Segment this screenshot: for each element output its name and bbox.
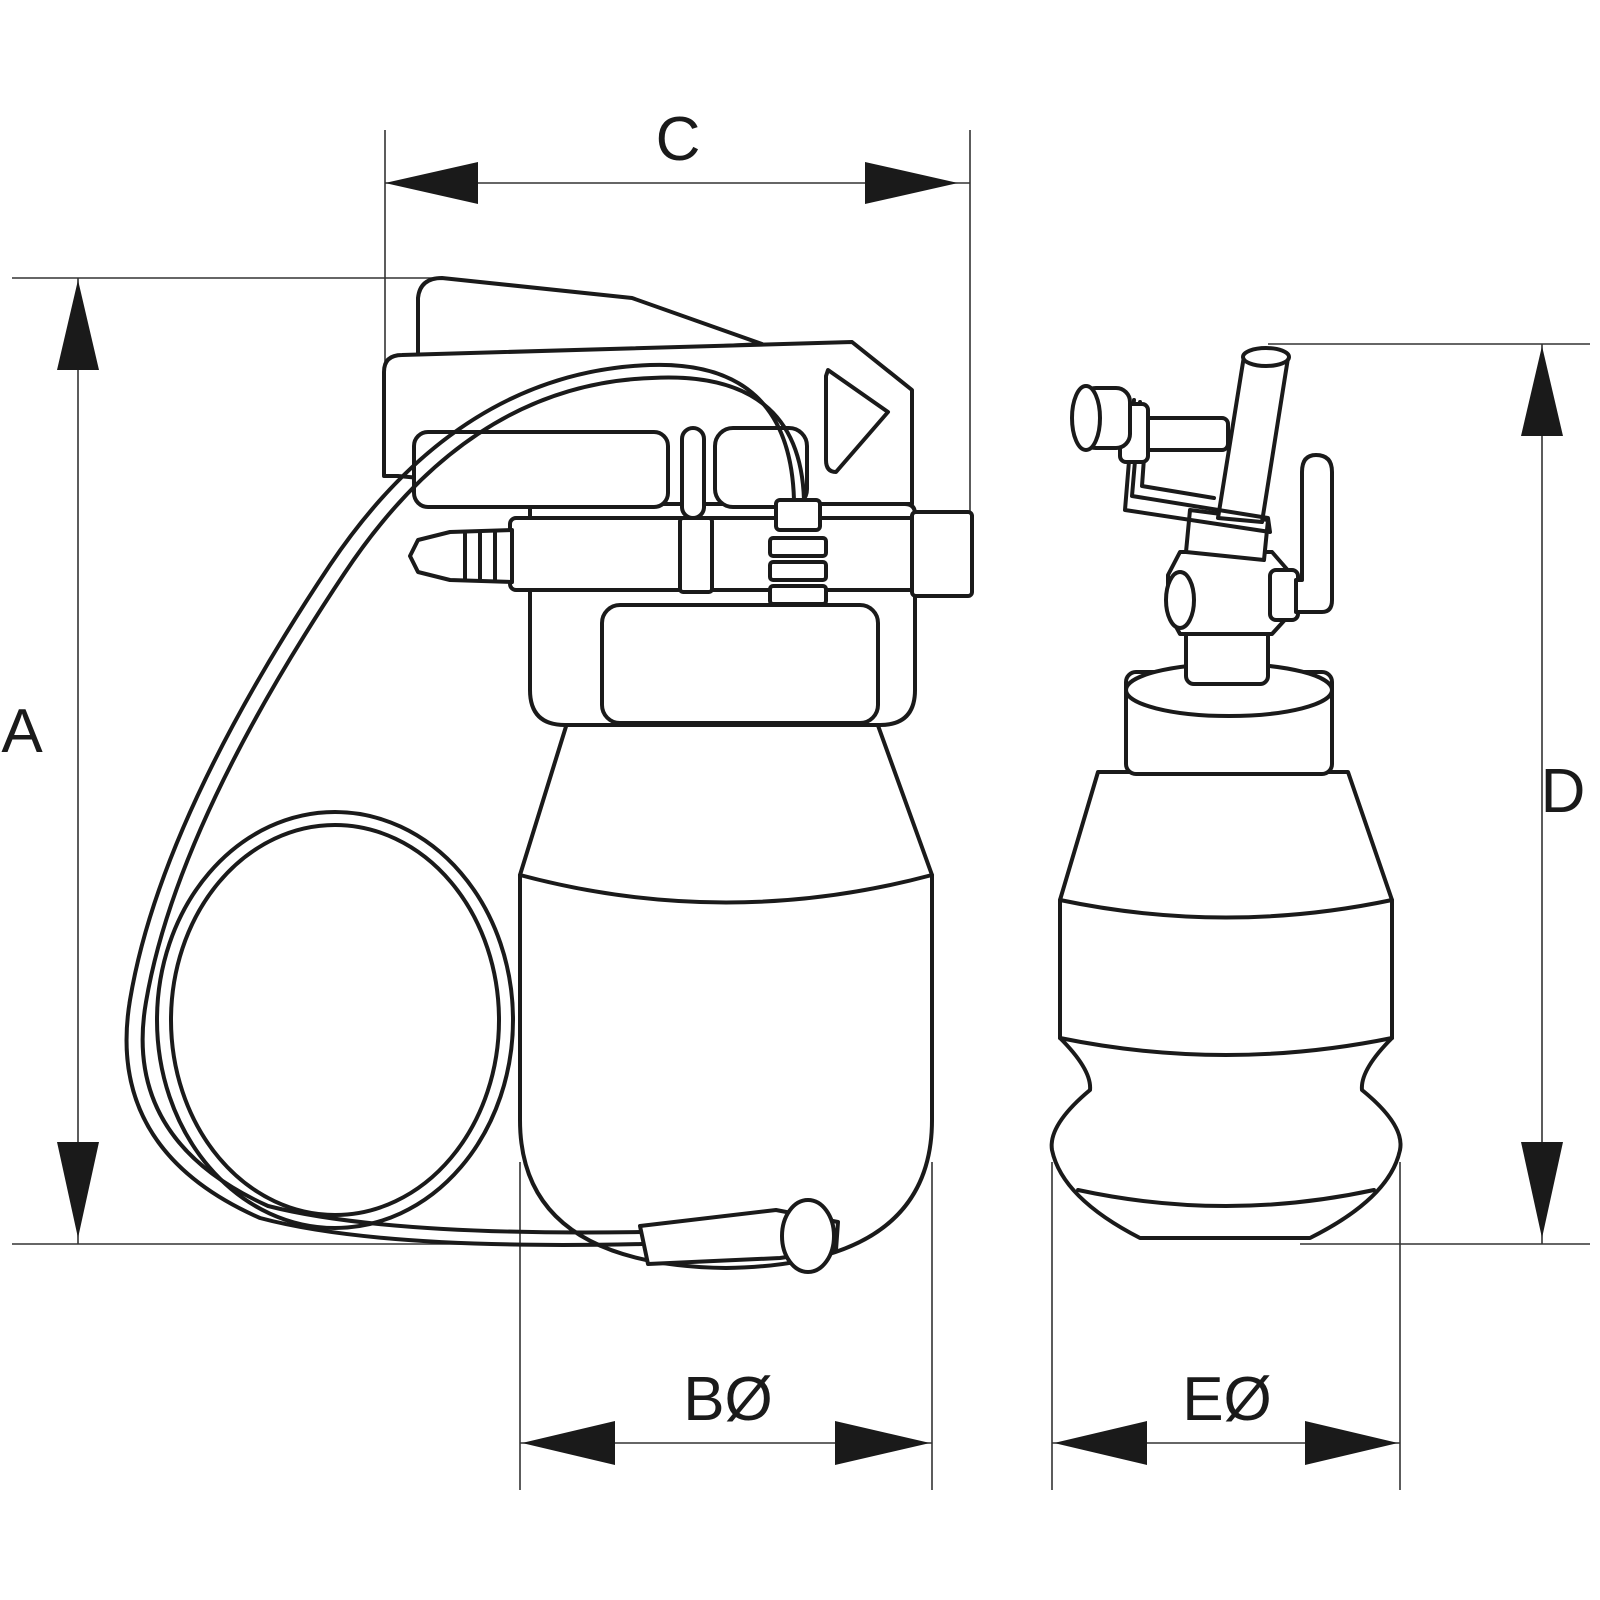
dimension-d: D (1268, 343, 1590, 1245)
sprayer-bottle (518, 718, 934, 1270)
sprayer-cap (600, 603, 880, 725)
sprayer-handle-top (416, 276, 764, 364)
sprayer-hose-fitting-ring-1 (768, 536, 828, 558)
sprayer-hose-inner (140, 375, 806, 1235)
bottle-right-view (1049, 346, 1403, 1240)
sprayer-hose-outer (124, 362, 796, 1247)
sprayer-hose-end-knob (780, 1198, 836, 1274)
bottle-bracket (1123, 398, 1272, 534)
bottle-shoulder-line (1058, 898, 1394, 920)
sprayer-valve-clamp (678, 516, 714, 594)
sprayer-hose-fitting-ring-2 (768, 560, 828, 582)
sprayer-left-view (124, 276, 974, 1274)
dimension-a-label: A (1, 697, 43, 766)
sprayer-side-pipe (508, 516, 974, 592)
sprayer-hose-fitting-ring-3 (768, 584, 828, 606)
bottle-valve-port-left (1164, 570, 1196, 630)
dimension-d-label: D (1541, 757, 1586, 826)
sprayer-hose-fitting (774, 498, 822, 532)
sprayer-handle-grip-cutout-right (713, 426, 809, 509)
bottle-knob-end (1070, 384, 1102, 452)
bottle-valve-lever (1294, 453, 1334, 614)
bottle-knob-rod (1136, 416, 1230, 452)
dimension-a-arrow-top (57, 280, 99, 370)
dimension-e-label: EØ (1182, 1365, 1272, 1434)
dimension-b: BØ (519, 1162, 933, 1490)
bottle-body (1049, 770, 1403, 1240)
bottle-waist-line (1058, 1036, 1394, 1057)
sprayer-hose-coil-inner (169, 823, 501, 1217)
sprayer-hose-coil-outer (155, 810, 515, 1230)
sprayer-inlet-nozzle (408, 528, 514, 584)
dimension-c-label: C (656, 105, 701, 174)
sprayer-trigger-triangle (824, 368, 890, 474)
dimension-c-arrow-left (385, 162, 478, 204)
sprayer-handle-grip-cutout (412, 430, 670, 509)
dimension-a-arrow-bottom (57, 1142, 99, 1238)
sprayer-pipe-cap (910, 510, 974, 598)
dimension-b-arrow-right (835, 1421, 930, 1465)
sprayer-valve-stem (680, 426, 706, 520)
dimension-e-arrow-right (1305, 1421, 1398, 1465)
dimension-c-arrow-right (865, 162, 958, 204)
bottle-valve-port-right (1268, 568, 1300, 622)
dimension-d-arrow-top (1521, 346, 1563, 436)
dimension-e: EØ (1051, 1162, 1401, 1490)
bottle-nozzle-tip (1241, 346, 1291, 368)
sprayer-bottle-shoulder-line (518, 873, 934, 905)
dimension-e-arrow-left (1054, 1421, 1147, 1465)
dimension-b-arrow-left (522, 1421, 615, 1465)
dimension-b-label: BØ (683, 1365, 773, 1434)
dimension-d-arrow-bottom (1521, 1142, 1563, 1238)
dimension-c: C (384, 105, 971, 520)
bottle-base-line (1076, 1188, 1376, 1208)
